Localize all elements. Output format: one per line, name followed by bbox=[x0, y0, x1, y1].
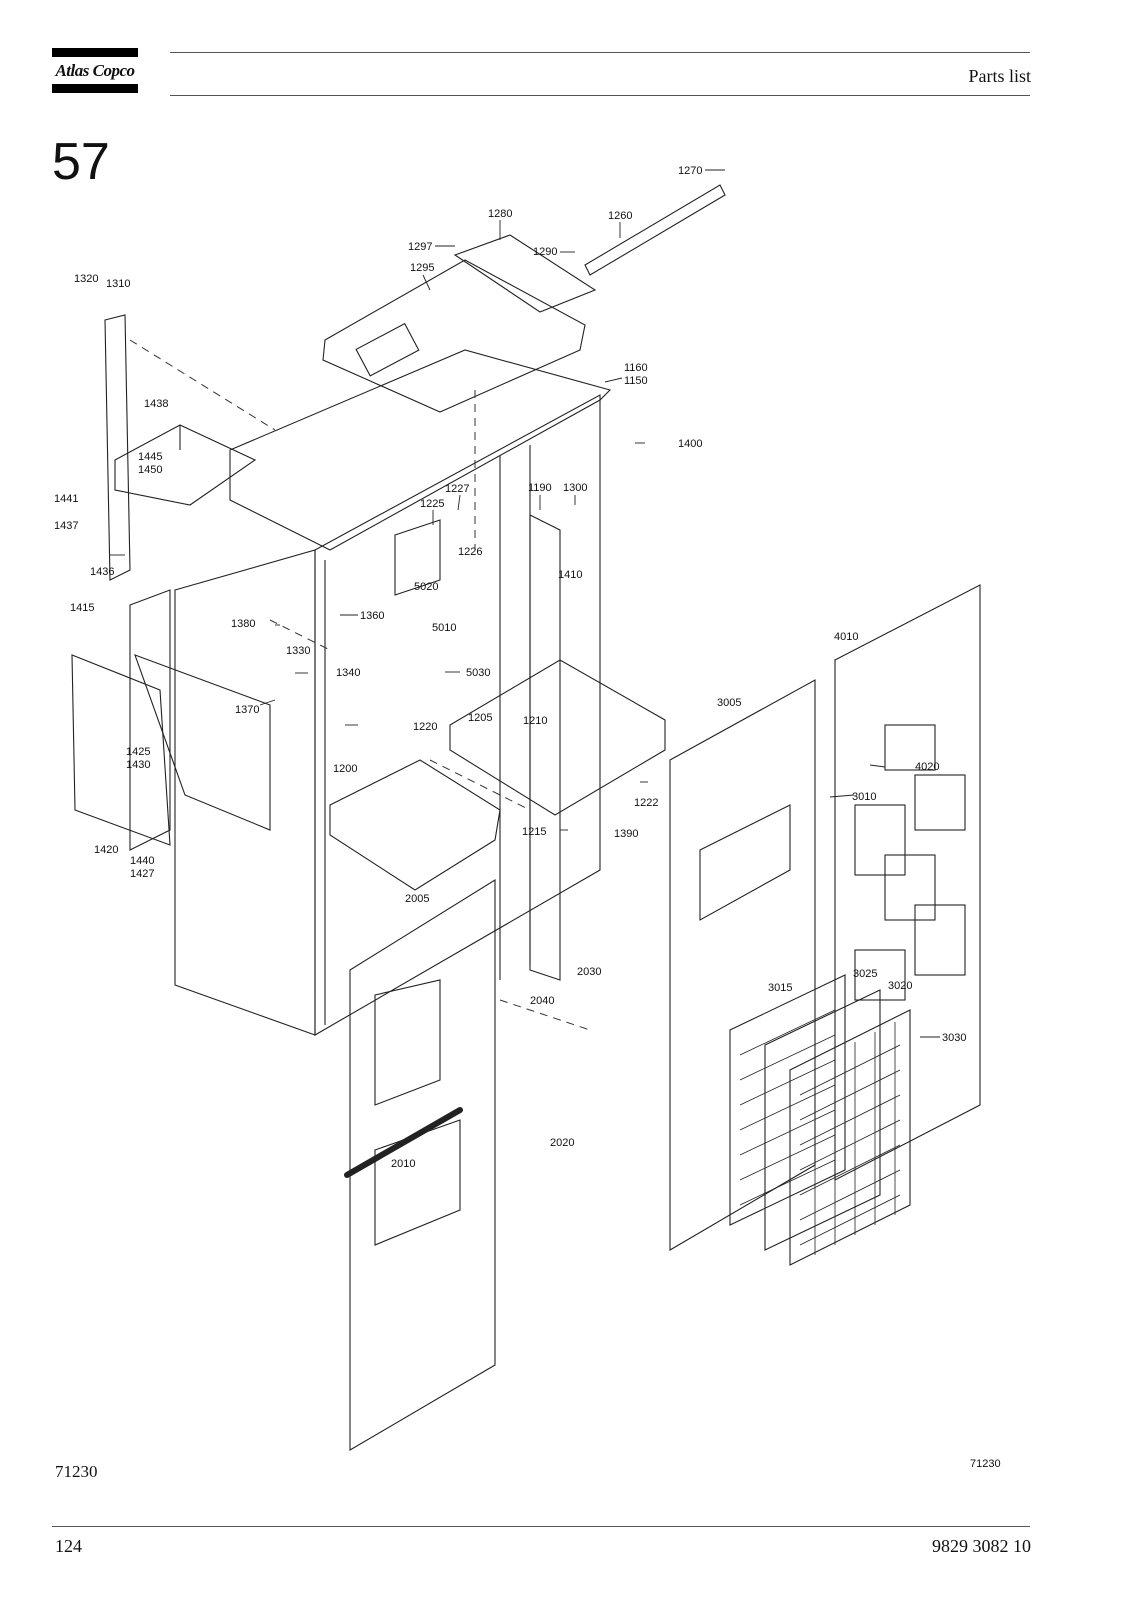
callout-label: 1225 bbox=[420, 498, 444, 510]
grille-3015 bbox=[729, 974, 846, 1226]
tray-1210 bbox=[449, 659, 666, 816]
rail-1190 bbox=[529, 514, 561, 981]
callout-label: 1290 bbox=[533, 246, 557, 258]
control-panel bbox=[134, 654, 271, 831]
callout-label: 1227 bbox=[445, 483, 469, 495]
callout-label: 5020 bbox=[414, 581, 438, 593]
callout-label: 1441 bbox=[54, 493, 78, 505]
tray-1200 bbox=[329, 759, 501, 891]
mounting-plate-1225 bbox=[394, 519, 441, 596]
atlas-copco-logo: Atlas Copco bbox=[52, 48, 138, 93]
callout-label: 1280 bbox=[488, 208, 512, 220]
bracket-1310 bbox=[104, 314, 131, 581]
callout-label: 4020 bbox=[915, 761, 939, 773]
callout-label: 1226 bbox=[458, 546, 482, 558]
section-number: 57 bbox=[52, 133, 110, 191]
cabinet-side bbox=[174, 549, 316, 1036]
callout-label: 1300 bbox=[563, 482, 587, 494]
callout-label: 1222 bbox=[634, 797, 658, 809]
callout-label: 1360 bbox=[360, 610, 384, 622]
callout-label: 1340 bbox=[336, 667, 360, 679]
callout-label: 3005 bbox=[717, 697, 741, 709]
callout-label: 1210 bbox=[523, 715, 547, 727]
callout-label: 1215 bbox=[522, 826, 546, 838]
callout-label: 3025 bbox=[853, 968, 877, 980]
callout-label: 2010 bbox=[391, 1158, 415, 1170]
door-window-lower bbox=[374, 1119, 461, 1246]
callout-label: 2030 bbox=[577, 966, 601, 978]
callout-label: 1150 bbox=[624, 375, 648, 387]
callout-label: 1440 bbox=[130, 855, 154, 867]
callout-label: 1295 bbox=[410, 262, 434, 274]
callout-label: 1425 bbox=[126, 746, 150, 758]
callout-label: 1160 bbox=[624, 362, 648, 374]
cover-opening bbox=[355, 322, 420, 377]
callout-label: 1200 bbox=[333, 763, 357, 775]
panel-3005-opening bbox=[699, 804, 791, 921]
callout-label: 1390 bbox=[614, 828, 638, 840]
logo-bar-top bbox=[52, 48, 138, 57]
door-window-upper bbox=[374, 979, 441, 1106]
footer-rule bbox=[52, 1526, 1030, 1527]
door-2005 bbox=[349, 879, 496, 1451]
column-1415 bbox=[129, 589, 171, 851]
callout-label: 1370 bbox=[235, 704, 259, 716]
logo-text: Atlas Copco bbox=[55, 61, 135, 80]
callout-label: 1450 bbox=[138, 464, 162, 476]
callout-label: 3015 bbox=[768, 982, 792, 994]
figure-id-left: 71230 bbox=[55, 1462, 98, 1481]
callout-label: 1437 bbox=[54, 520, 78, 532]
callout-label: 1427 bbox=[130, 868, 154, 880]
callout-label: 1297 bbox=[408, 241, 432, 253]
callout-label: 1190 bbox=[528, 482, 552, 494]
rail-1260 bbox=[584, 184, 726, 276]
page-number: 124 bbox=[55, 1536, 82, 1556]
figure-id-right: 71230 bbox=[970, 1458, 1001, 1470]
cabinet-top bbox=[229, 349, 612, 551]
callout-label: 1436 bbox=[90, 566, 114, 578]
panel-4010 bbox=[834, 584, 981, 1181]
callout-label: 5030 bbox=[466, 667, 490, 679]
duct-1438 bbox=[114, 424, 257, 506]
callout-label: 1320 bbox=[74, 273, 98, 285]
cover-plate bbox=[322, 259, 586, 413]
callout-label: 1270 bbox=[678, 165, 702, 177]
document-number: 9829 3082 10 bbox=[932, 1536, 1031, 1556]
callout-label: 1410 bbox=[558, 569, 582, 581]
callout-label: 3020 bbox=[888, 980, 912, 992]
callout-label: 1330 bbox=[286, 645, 310, 657]
grille-3020 bbox=[789, 1009, 911, 1266]
header-rule-bottom bbox=[170, 95, 1030, 96]
logo-bar-bottom bbox=[52, 84, 138, 93]
callout-label: 1430 bbox=[126, 759, 150, 771]
callout-label: 2040 bbox=[530, 995, 554, 1007]
callout-label: 3030 bbox=[942, 1032, 966, 1044]
callout-label: 1438 bbox=[144, 398, 168, 410]
plate-1280 bbox=[453, 234, 597, 313]
callout-label: 1260 bbox=[608, 210, 632, 222]
callout-label: 4010 bbox=[834, 631, 858, 643]
panel-3005 bbox=[669, 679, 816, 1251]
callout-label: 1420 bbox=[94, 844, 118, 856]
callout-label: 1445 bbox=[138, 451, 162, 463]
callout-label: 2005 bbox=[405, 893, 429, 905]
callout-label: 3010 bbox=[852, 791, 876, 803]
callout-label: 2020 bbox=[550, 1137, 574, 1149]
callout-label: 1415 bbox=[70, 602, 94, 614]
callout-label: 5010 bbox=[432, 622, 456, 634]
callout-label: 1310 bbox=[106, 278, 130, 290]
callout-label: 1380 bbox=[231, 618, 255, 630]
callout-labels: 1270 1280 1260 1297 1290 1295 1320 1310 … bbox=[54, 165, 966, 1170]
grille-3025 bbox=[764, 989, 881, 1251]
callout-label: 1400 bbox=[678, 438, 702, 450]
header-title: Parts list bbox=[968, 66, 1031, 86]
panel-1420 bbox=[71, 654, 171, 846]
exploded-parts-drawing: 1270 1280 1260 1297 1290 1295 1320 1310 … bbox=[54, 165, 981, 1451]
callout-label: 1205 bbox=[468, 712, 492, 724]
header-rule-top bbox=[170, 52, 1030, 53]
callout-label: 1220 bbox=[413, 721, 437, 733]
